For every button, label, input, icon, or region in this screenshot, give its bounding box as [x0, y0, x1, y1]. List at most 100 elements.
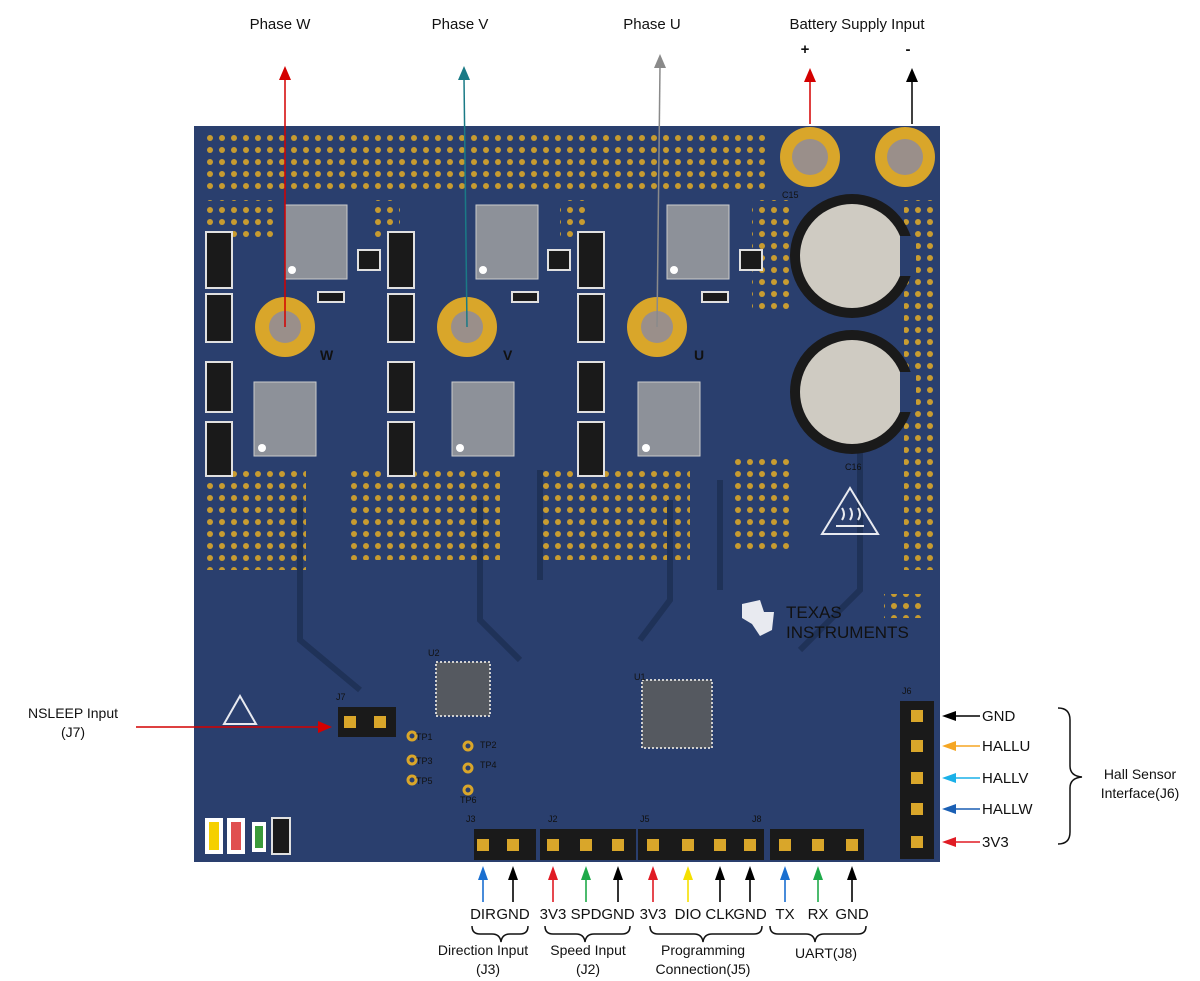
battery-label: Battery Supply Input	[789, 16, 925, 33]
hall-pin-arrow	[942, 773, 980, 783]
tp-label-4: TP4	[480, 760, 497, 770]
bottom-pin-arrow	[613, 866, 623, 902]
hall-pin-arrow	[942, 711, 980, 721]
bottom-pin-pads	[477, 839, 858, 851]
cap-label-c15: C15	[782, 190, 799, 200]
hall-label-2: Interface(J6)	[1101, 785, 1180, 801]
hall-label-1: Hall Sensor	[1104, 766, 1177, 782]
pcb-traces	[297, 440, 863, 693]
connector-label-j8: J8	[752, 814, 762, 824]
battery-plus-arrow	[804, 68, 816, 124]
bottom-pin-label: DIO	[675, 906, 702, 923]
group-label-speed-2: (J2)	[576, 961, 600, 977]
hall-pin-label: 3V3	[982, 834, 1009, 851]
bulk-capacitors	[790, 194, 916, 454]
bottom-pin-pad	[580, 839, 592, 851]
bottom-pin-pad	[714, 839, 726, 851]
tp-label-2: TP2	[480, 740, 497, 750]
bottom-pin-arrow	[648, 866, 658, 902]
hall-pin-pad	[911, 836, 923, 848]
ic-chips	[435, 661, 713, 749]
test-points	[406, 730, 474, 796]
bottom-pin-pad	[477, 839, 489, 851]
bottom-pin-label: GND	[496, 906, 530, 923]
bottom-pin-label: 3V3	[640, 906, 667, 923]
esd-warning-icon	[222, 693, 258, 725]
bottom-pin-arrow	[780, 866, 790, 902]
battery-minus-arrow	[906, 68, 918, 124]
bottom-pin-label: CLK	[705, 906, 734, 923]
bottom-pin-arrow	[581, 866, 591, 902]
phase-w-arrow	[279, 66, 291, 327]
phase-v-arrow	[458, 66, 470, 328]
group-label-uart-1: UART(J8)	[795, 945, 857, 961]
connector-label-j6: J6	[902, 686, 912, 696]
status-leds	[205, 817, 291, 855]
bottom-pin-arrow	[548, 866, 558, 902]
connector-j7	[338, 707, 396, 737]
battery-plus-label: +	[801, 41, 810, 58]
cap-label-c16: C16	[845, 462, 862, 472]
small-caps	[317, 249, 763, 303]
bottom-pin-label: TX	[775, 906, 794, 923]
nsleep-label-1: NSLEEP Input	[28, 705, 118, 721]
hall-pin-pad	[911, 710, 923, 722]
bottom-pin-pad	[744, 839, 756, 851]
bottom-pin-label: GND	[601, 906, 635, 923]
phase-u-arrow	[654, 54, 666, 328]
bottom-pin-label: GND	[733, 906, 767, 923]
group-label-direction-2: (J3)	[476, 961, 500, 977]
phase-letter-v: V	[503, 347, 513, 363]
hall-bracket	[1057, 707, 1083, 845]
battery-minus-label: -	[906, 41, 911, 58]
hall-pin-pad	[911, 803, 923, 815]
bottom-pin-label: DIR	[470, 906, 496, 923]
ti-logo-icon	[742, 600, 774, 636]
hall-pin-arrow	[942, 741, 980, 751]
bottom-pin-pad	[682, 839, 694, 851]
bottom-pin-pad	[547, 839, 559, 851]
bottom-pin-pad	[612, 839, 624, 851]
hall-pin-label: HALLU	[982, 738, 1030, 755]
hall-pin-pad	[911, 772, 923, 784]
hall-pin-label: HALLV	[982, 770, 1028, 787]
tp-label-1: TP1	[416, 732, 433, 742]
hall-pin-arrow	[942, 837, 980, 847]
bottom-pin-label: 3V3	[540, 906, 567, 923]
hall-pin-annotations: GND HALLU HALLV HALLW 3V3	[942, 708, 1033, 851]
phase-u-label: Phase U	[623, 16, 681, 33]
bottom-pin-arrow	[478, 866, 488, 902]
battery-pads	[780, 127, 935, 187]
shunt-resistors	[205, 231, 605, 477]
brand-line-1: TEXAS	[786, 603, 842, 622]
mosfets	[253, 204, 730, 457]
phase-w-label: Phase W	[250, 16, 312, 33]
hall-pin-label: HALLW	[982, 801, 1033, 818]
phase-letter-w: W	[320, 347, 334, 363]
bottom-pin-pad	[846, 839, 858, 851]
group-label-programming-2: Connection(J5)	[656, 961, 751, 977]
phase-v-label: Phase V	[432, 16, 489, 33]
bottom-pin-label: RX	[808, 906, 829, 923]
hall-pin-label: GND	[982, 708, 1016, 725]
bottom-pin-label: SPD	[571, 906, 602, 923]
connector-label-j5: J5	[640, 814, 650, 824]
tp-label-5: TP5	[416, 776, 433, 786]
hall-pin-pads	[911, 710, 923, 848]
group-label-speed-1: Speed Input	[550, 942, 626, 958]
connector-label-j3: J3	[466, 814, 476, 824]
connector-header-bottom	[474, 829, 864, 860]
nsleep-arrow	[136, 721, 332, 733]
tp-label-3: TP3	[416, 756, 433, 766]
phase-letter-u: U	[694, 347, 704, 363]
hot-surface-icon	[820, 486, 880, 535]
bottom-pin-pad	[812, 839, 824, 851]
connector-label-j2: J2	[548, 814, 558, 824]
bottom-pin-pad	[507, 839, 519, 851]
connector-label-j7: J7	[336, 692, 346, 702]
bottom-pin-arrow	[813, 866, 823, 902]
group-brackets	[471, 925, 867, 943]
